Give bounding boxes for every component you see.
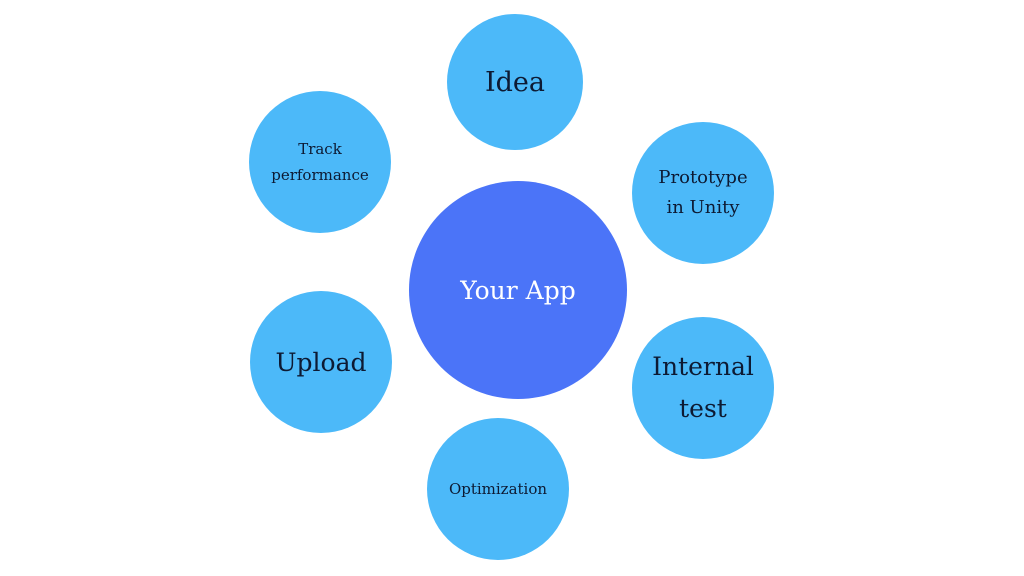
center-node-your-app: Your App <box>409 181 627 399</box>
node-label-internal-test: Internal test <box>652 352 754 423</box>
center-node-label: Your App <box>460 275 576 305</box>
node-optimization: Optimization <box>427 418 569 560</box>
node-label-track-performance: Track performance <box>271 140 369 184</box>
node-prototype: Prototype in Unity <box>632 122 774 264</box>
node-upload: Upload <box>250 291 392 433</box>
node-idea: Idea <box>447 14 583 150</box>
node-label-upload: Upload <box>275 347 367 377</box>
node-internal-test: Internal test <box>632 317 774 459</box>
node-label-idea: Idea <box>484 66 546 98</box>
node-label-prototype: Prototype in Unity <box>658 167 748 218</box>
node-label-optimization: Optimization <box>448 480 548 498</box>
node-track-performance: Track performance <box>249 91 391 233</box>
